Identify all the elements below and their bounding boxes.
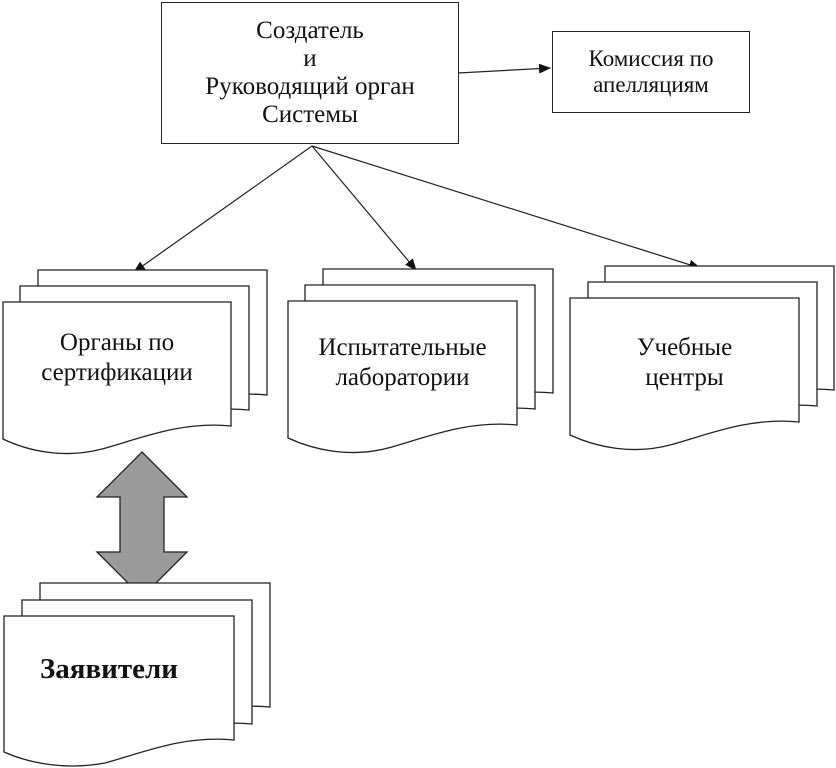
document-stack-labs xyxy=(287,268,554,454)
creator-line-1: Создатель xyxy=(256,17,364,44)
certification-bodies-label: Органы по сертификации xyxy=(3,328,231,387)
appeals-line-1: Комиссия по xyxy=(588,46,714,72)
document-stack-applicants xyxy=(3,582,271,767)
double-arrow-icon xyxy=(95,451,189,598)
training-line-2: центры xyxy=(645,363,724,391)
certification-line-1: Органы по xyxy=(59,329,175,356)
testing-labs-label: Испытательные лаборатории xyxy=(288,333,517,392)
connector-creator-to-certification xyxy=(133,145,313,273)
creator-governing-body-box: Создатель и Руководящий орган Системы xyxy=(161,2,459,144)
applicants-label: Заявители xyxy=(4,652,229,686)
training-line-1: Учебные xyxy=(636,334,733,361)
connector-creator-to-training xyxy=(311,145,701,270)
applicants-line-1: Заявители xyxy=(40,653,178,685)
creator-line-2: и xyxy=(303,45,317,72)
appeals-commission-box: Комиссия по апелляциям xyxy=(552,31,750,113)
document-stack-training xyxy=(569,265,835,451)
connector-creator-to-labs xyxy=(311,145,417,271)
appeals-line-2: апелляциям xyxy=(593,72,709,97)
connector-creator-to-appeals xyxy=(457,63,551,74)
certification-line-2: сертификации xyxy=(41,358,193,386)
labs-line-1: Испытательные xyxy=(318,334,487,361)
labs-line-2: лаборатории xyxy=(335,363,470,391)
creator-line-3: Руководящий орган xyxy=(205,73,415,100)
creator-line-4: Системы xyxy=(262,101,358,128)
document-stack-certification xyxy=(2,269,268,455)
training-centers-label: Учебные центры xyxy=(570,333,799,392)
